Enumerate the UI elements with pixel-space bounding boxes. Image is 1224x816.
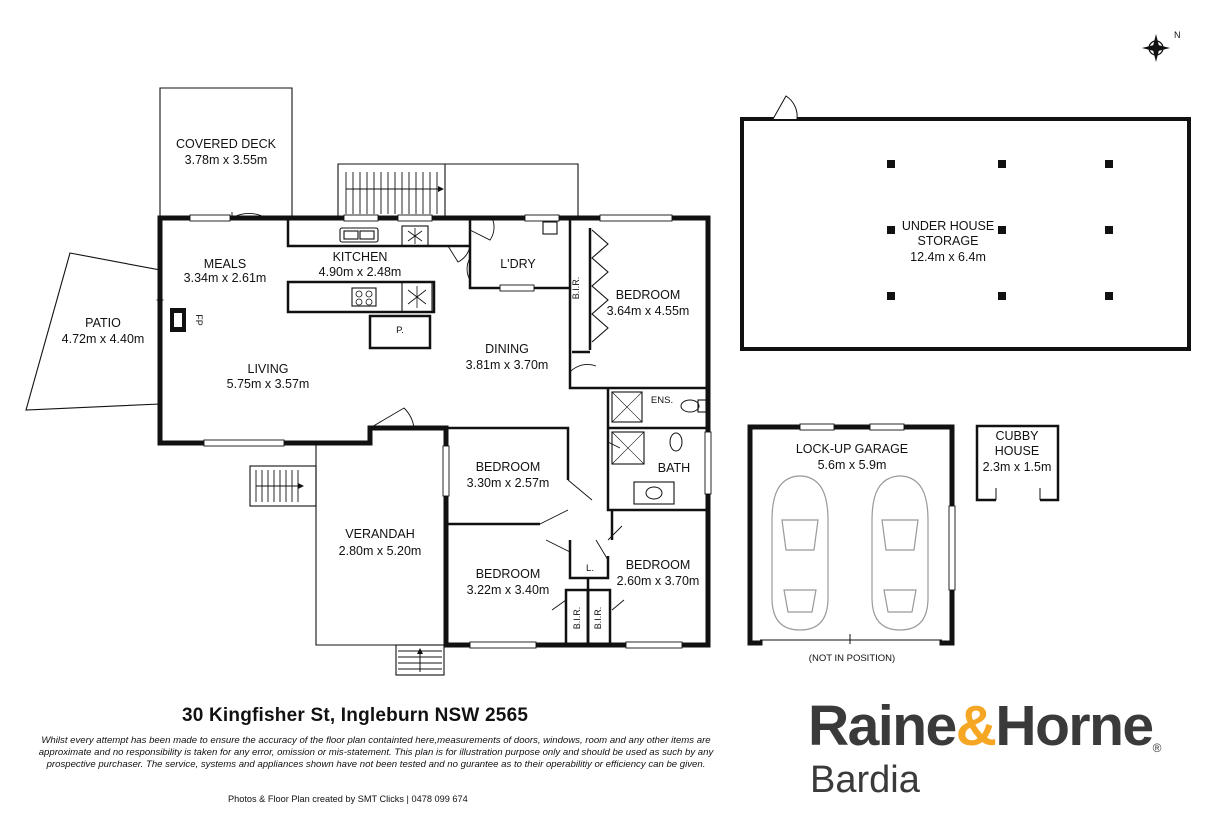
garage-note: (NOT IN POSITION) — [809, 653, 895, 664]
bedroom4-name: BEDROOM — [626, 558, 691, 572]
room-labels: MEALS 3.34m x 2.61m KITCHEN 4.90m x 2.48… — [184, 250, 700, 629]
pantry-label: P. — [396, 325, 404, 336]
storage-name-2: STORAGE — [918, 234, 979, 248]
brand-office: Bardia — [810, 759, 920, 801]
bath-name: BATH — [658, 461, 690, 475]
disclaimer-text: Whilst every attempt has been made to en… — [38, 735, 714, 770]
linen-label: L. — [586, 563, 594, 574]
cubby-house: CUBBY HOUSE 2.3m x 1.5m — [975, 424, 1060, 502]
bir-label-bedroom4: B.I.R. — [593, 607, 603, 630]
bathroom-fixtures — [611, 391, 707, 505]
verandah: VERANDAH 2.80m x 5.20m — [249, 443, 446, 676]
bir-label-bedroom1: B.I.R. — [571, 277, 581, 300]
bir-label-bedroom3: B.I.R. — [572, 607, 582, 630]
garage-name: LOCK-UP GARAGE — [796, 442, 908, 456]
bedroom4-size: 2.60m x 3.70m — [617, 574, 700, 588]
under-house-storage: UNDER HOUSE STORAGE 12.4m x 6.4m — [740, 95, 1191, 351]
verandah-size: 2.80m x 5.20m — [339, 544, 422, 558]
covered-deck-name: COVERED DECK — [176, 137, 277, 151]
living-name: LIVING — [248, 362, 289, 376]
covered-deck: COVERED DECK 3.78m x 3.55m — [159, 87, 293, 218]
garage: LOCK-UP GARAGE 5.6m x 5.9m (NOT IN POSIT… — [747, 423, 956, 664]
compass-north-icon: N — [1142, 30, 1181, 62]
patio-size: 4.72m x 4.40m — [62, 332, 145, 346]
car-icon-right — [871, 475, 929, 631]
bedroom3-size: 3.22m x 3.40m — [467, 583, 550, 597]
property-address: 30 Kingfisher St, Ingleburn NSW 2565 — [182, 705, 529, 726]
verandah-name: VERANDAH — [345, 527, 414, 541]
brand-name-a: Raine — [808, 694, 957, 758]
living-size: 5.75m x 3.57m — [227, 377, 310, 391]
doors — [231, 212, 625, 611]
patio-name: PATIO — [85, 316, 121, 330]
bedroom3-name: BEDROOM — [476, 567, 541, 581]
cubby-name-1: CUBBY — [995, 429, 1039, 443]
ensuite-name: ENS. — [651, 395, 673, 406]
compass-label: N — [1174, 30, 1181, 40]
laundry-name: L'DRY — [500, 257, 536, 271]
brand-registered: ® — [1152, 741, 1162, 755]
dining-size: 3.81m x 3.70m — [466, 358, 549, 372]
meals-size: 3.34m x 2.61m — [184, 271, 267, 285]
storage-name-1: UNDER HOUSE — [902, 219, 994, 233]
storage-size: 12.4m x 6.4m — [910, 250, 986, 264]
car-icon-left — [771, 475, 829, 631]
meals-name: MEALS — [204, 257, 246, 271]
kitchen-name: KITCHEN — [333, 250, 388, 264]
bedroom1-size: 3.64m x 4.55m — [607, 304, 690, 318]
patio: PATIO 4.72m x 4.40m — [25, 252, 161, 411]
cubby-size: 2.3m x 1.5m — [983, 460, 1052, 474]
bedroom2-name: BEDROOM — [476, 460, 541, 474]
rear-stairs — [337, 163, 579, 218]
garage-size: 5.6m x 5.9m — [818, 458, 887, 472]
bedroom1-name: BEDROOM — [616, 288, 681, 302]
fireplace: FP — [170, 308, 204, 332]
kitchen-size: 4.90m x 2.48m — [319, 265, 402, 279]
kitchen-fixtures — [339, 221, 558, 313]
brand-logo: Raine&Horne® — [808, 694, 1162, 758]
wardrobe-doors — [591, 229, 609, 343]
brand-name-b: Horne — [995, 694, 1154, 758]
cubby-name-2: HOUSE — [995, 444, 1039, 458]
fireplace-label: FP — [194, 314, 204, 326]
bedroom2-size: 3.30m x 2.57m — [467, 476, 550, 490]
covered-deck-size: 3.78m x 3.55m — [185, 153, 268, 167]
brand-ampersand: & — [955, 694, 997, 758]
dining-name: DINING — [485, 342, 529, 356]
plan-credit: Photos & Floor Plan created by SMT Click… — [228, 794, 468, 804]
